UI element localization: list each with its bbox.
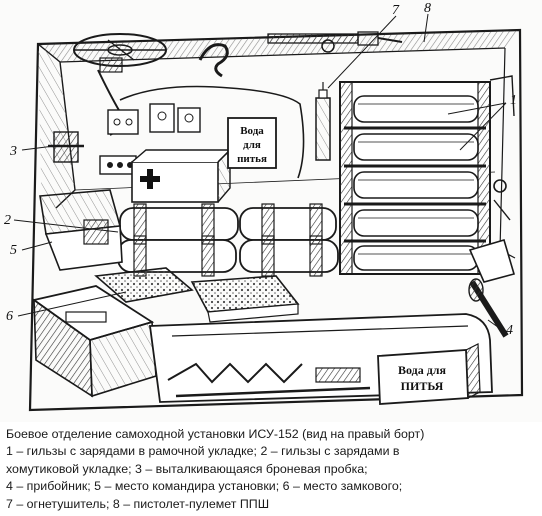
drawing-svg: Вода для питья [4, 1, 524, 412]
callout-7: 7 [392, 3, 400, 18]
rammer [468, 239, 515, 338]
water-sign-upper: Вода для питья [227, 117, 277, 169]
callout-2: 2 [4, 213, 11, 228]
frame-rack-bars [344, 126, 486, 243]
right-wall-fixtures [489, 75, 515, 221]
caption-legend-line: хомутиковой укладке; 3 – выталкивающаяся… [6, 461, 368, 476]
callout-4: 4 [506, 323, 513, 338]
callout-1: 1 [510, 93, 517, 108]
caption-legend-line: 4 – прибойник; 5 – место командира устан… [6, 479, 403, 494]
callout-8: 8 [424, 1, 431, 16]
loader-seat [31, 285, 157, 398]
electric-panel [99, 103, 201, 175]
fire-extinguisher [315, 82, 331, 161]
caption-title: Боевое отделение самоходной установки ИС… [6, 427, 425, 441]
water-sign-lower-line1: Вода для [398, 363, 447, 377]
water-sign-lower: Вода для ПИТЬЯ [377, 343, 481, 405]
caption-legend-line: 1 – гильзы с зарядами в рамочной укладке… [6, 444, 400, 459]
callout-labels: 1 2 3 4 5 6 7 8 [4, 1, 517, 338]
figure-caption: Боевое отделение самоходной установки ИС… [6, 426, 538, 513]
callout-3: 3 [9, 144, 17, 159]
ceiling [38, 30, 520, 62]
water-sign-upper-line3: питья [237, 153, 267, 165]
armored-plug [48, 131, 84, 163]
first-aid-kit [131, 148, 232, 203]
compartment-drawing: Вода для питья [4, 1, 524, 412]
wiring [119, 85, 305, 179]
water-sign-lower-line2: ПИТЬЯ [401, 379, 444, 393]
ceiling-hook [198, 43, 229, 78]
callout-6: 6 [6, 309, 13, 324]
water-sign-upper-line1: Вода [240, 125, 264, 137]
commander-seat [39, 189, 123, 271]
leader-lines [13, 13, 507, 331]
seat-cushions [94, 267, 300, 323]
clamp-rack [117, 203, 339, 277]
water-sign-upper-line2: для [243, 139, 261, 151]
frame-rack-cases [353, 95, 479, 271]
caption-legend-line: 7 – огнетушитель; 8 – пистолет-пулемет П… [6, 496, 270, 511]
hatch-wheel [73, 33, 167, 136]
callout-5: 5 [10, 243, 17, 258]
